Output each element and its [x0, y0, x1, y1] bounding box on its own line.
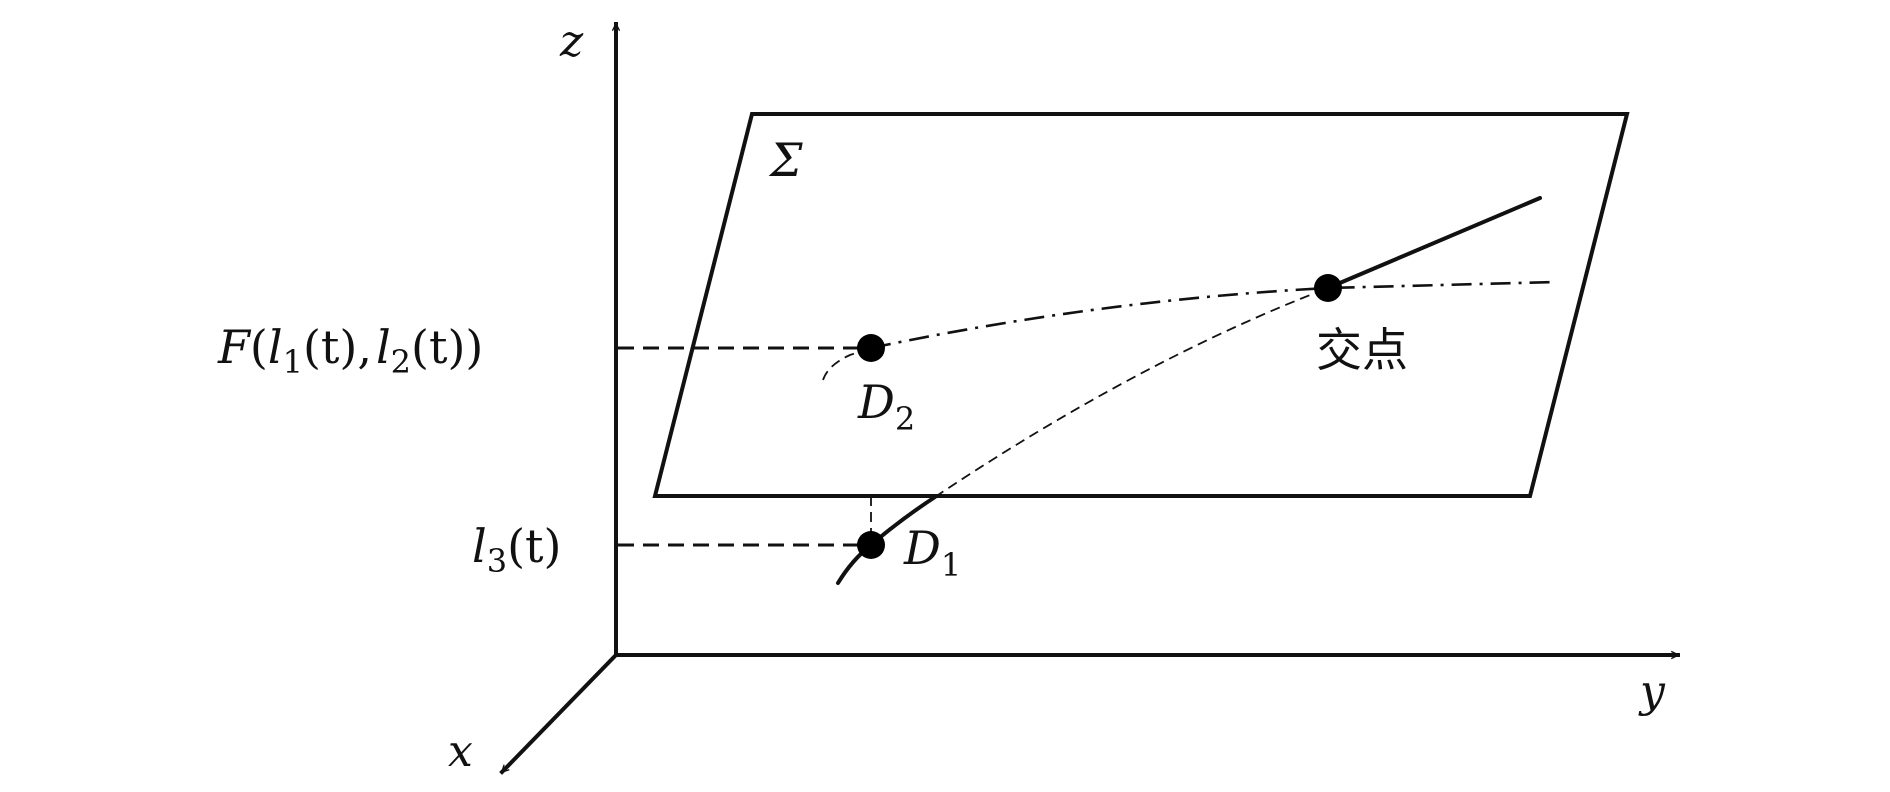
f-l2-arg: (t))	[411, 320, 483, 374]
d2-label: D2	[857, 375, 915, 438]
f-open-paren: (	[250, 320, 268, 374]
d1-label: D1	[903, 521, 961, 584]
x-axis	[499, 652, 619, 775]
intersection-label: 交点	[1316, 323, 1408, 377]
y-axis-label: y	[1638, 666, 1666, 717]
f-l1-sub: 1	[283, 343, 303, 381]
d1-letter: D	[903, 521, 941, 575]
z-axis-label: z	[559, 16, 584, 67]
d1-subscript: 1	[941, 546, 961, 584]
f-label: F(l1(t),l2(t))	[217, 320, 483, 381]
plane-label: Σ	[768, 133, 803, 187]
point-intersection	[1314, 274, 1342, 302]
l3-label: l3(t)	[472, 519, 561, 580]
l3-arg: (t)	[507, 519, 561, 573]
x-axis-label: x	[448, 726, 473, 777]
l3-letter: l	[472, 519, 487, 573]
l3-sub: 3	[487, 542, 507, 580]
curve-solid-upper	[1326, 196, 1542, 290]
f-l1-arg: (t),	[303, 320, 372, 374]
curve-dashed-hidden	[934, 287, 1329, 498]
projected-curve-dashdot	[870, 280, 1557, 350]
f-l2-sub: 2	[391, 343, 411, 381]
d2-letter: D	[857, 375, 895, 429]
d2-subscript: 2	[895, 400, 915, 438]
point-d1	[857, 531, 885, 559]
f-l2: l	[376, 320, 391, 374]
f-l1: l	[268, 320, 283, 374]
point-d2	[857, 334, 885, 362]
plane-sigma	[652, 112, 1630, 498]
f-letter: F	[217, 320, 252, 374]
projected-curve-hook	[822, 347, 872, 381]
